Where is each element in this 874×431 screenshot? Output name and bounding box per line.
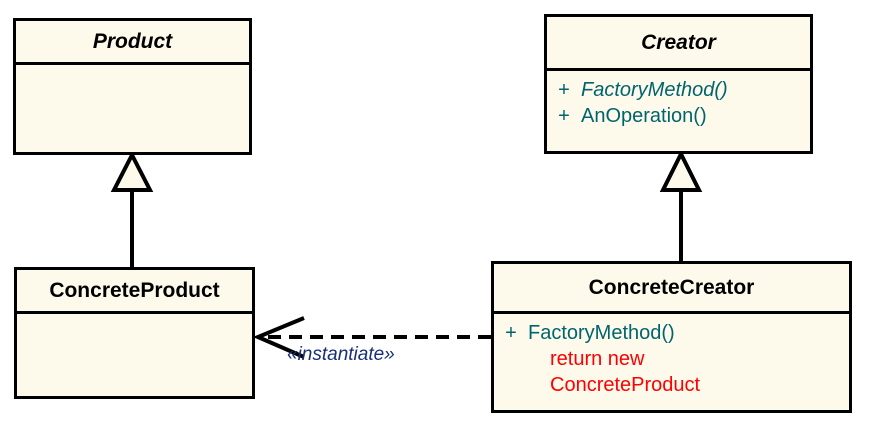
class-box-creator[interactable]: Creator + FactoryMethod() + AnOperation(…	[544, 14, 813, 154]
class-members-compartment-creator: + FactoryMethod() + AnOperation()	[547, 71, 810, 151]
class-name-compartment-product: Product	[16, 21, 249, 65]
class-box-concreteproduct[interactable]: ConcreteProduct	[14, 267, 255, 399]
class-name-concretecreator: ConcreteCreator	[588, 275, 755, 299]
class-box-product[interactable]: Product	[13, 18, 252, 155]
class-name-product: Product	[92, 29, 173, 53]
member-label-factorymethod: FactoryMethod()	[528, 322, 675, 344]
class-name-compartment-concretecreator: ConcreteCreator	[494, 264, 849, 314]
generalization-arrowhead-right	[659, 149, 703, 192]
class-members-compartment-concretecreator: + FactoryMethod() return new ConcretePro…	[494, 314, 849, 410]
member-visibility-icon: +	[558, 79, 570, 101]
member-label-factorymethod: FactoryMethod()	[581, 79, 728, 101]
class-members-compartment-product	[16, 65, 249, 152]
member-label-anoperation: AnOperation()	[581, 105, 707, 127]
class-member-row[interactable]: + FactoryMethod()	[494, 320, 849, 346]
class-members-compartment-concreteproduct	[17, 314, 252, 396]
class-member-row[interactable]: + AnOperation()	[547, 103, 810, 129]
generalization-concretecreator-to-creator[interactable]	[659, 149, 703, 261]
dependency-stereotype-label: «instantiate»	[287, 344, 395, 365]
class-box-concretecreator[interactable]: ConcreteCreator + FactoryMethod() return…	[491, 261, 852, 413]
generalization-concreteproduct-to-product[interactable]	[110, 150, 154, 267]
generalization-arrowhead-left	[110, 150, 154, 192]
member-visibility-icon: +	[558, 105, 570, 127]
class-name-creator: Creator	[641, 30, 716, 54]
class-name-concreteproduct: ConcreteProduct	[49, 278, 220, 302]
member-note-line-2: ConcreteProduct	[550, 374, 701, 396]
member-note-line-1: return new	[550, 348, 645, 370]
class-name-compartment-creator: Creator	[547, 17, 810, 71]
member-visibility-icon: +	[505, 322, 517, 344]
class-member-row[interactable]: + FactoryMethod()	[547, 77, 810, 103]
class-name-compartment-concreteproduct: ConcreteProduct	[17, 270, 252, 314]
